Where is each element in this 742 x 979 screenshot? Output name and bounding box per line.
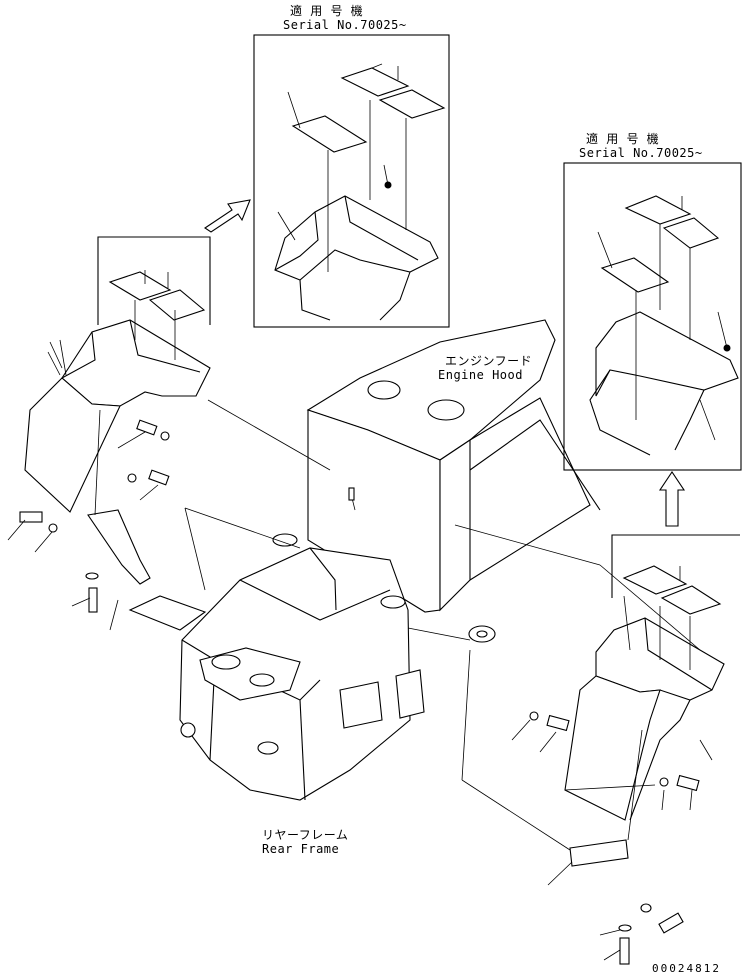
serial-right-label-jp: 適 用 号 機	[586, 132, 660, 146]
serial-top-label-jp: 適 用 号 機	[290, 4, 364, 18]
rear-frame-label-en: Rear Frame	[262, 842, 340, 856]
engine-hood-label-jp: エンジンフード	[445, 354, 533, 368]
arrow-to-right-box	[658, 471, 686, 527]
callout-box-top	[253, 34, 450, 328]
drawing-number: 00024812	[652, 962, 721, 975]
rear-frame-label-jp: リヤーフレーム	[262, 828, 349, 842]
engine-hood-label-en: Engine Hood	[438, 368, 523, 382]
rear-frame	[128, 507, 571, 851]
engine-hood	[207, 319, 701, 651]
arrow-to-top-box	[204, 199, 251, 233]
serial-top-label-en: Serial No.70025~	[283, 18, 407, 32]
left-fender	[7, 300, 211, 631]
serial-right-label-en: Serial No.70025~	[579, 146, 703, 160]
left-decal-box	[97, 236, 211, 325]
callout-box-right	[563, 162, 742, 471]
right-fender	[511, 534, 740, 965]
